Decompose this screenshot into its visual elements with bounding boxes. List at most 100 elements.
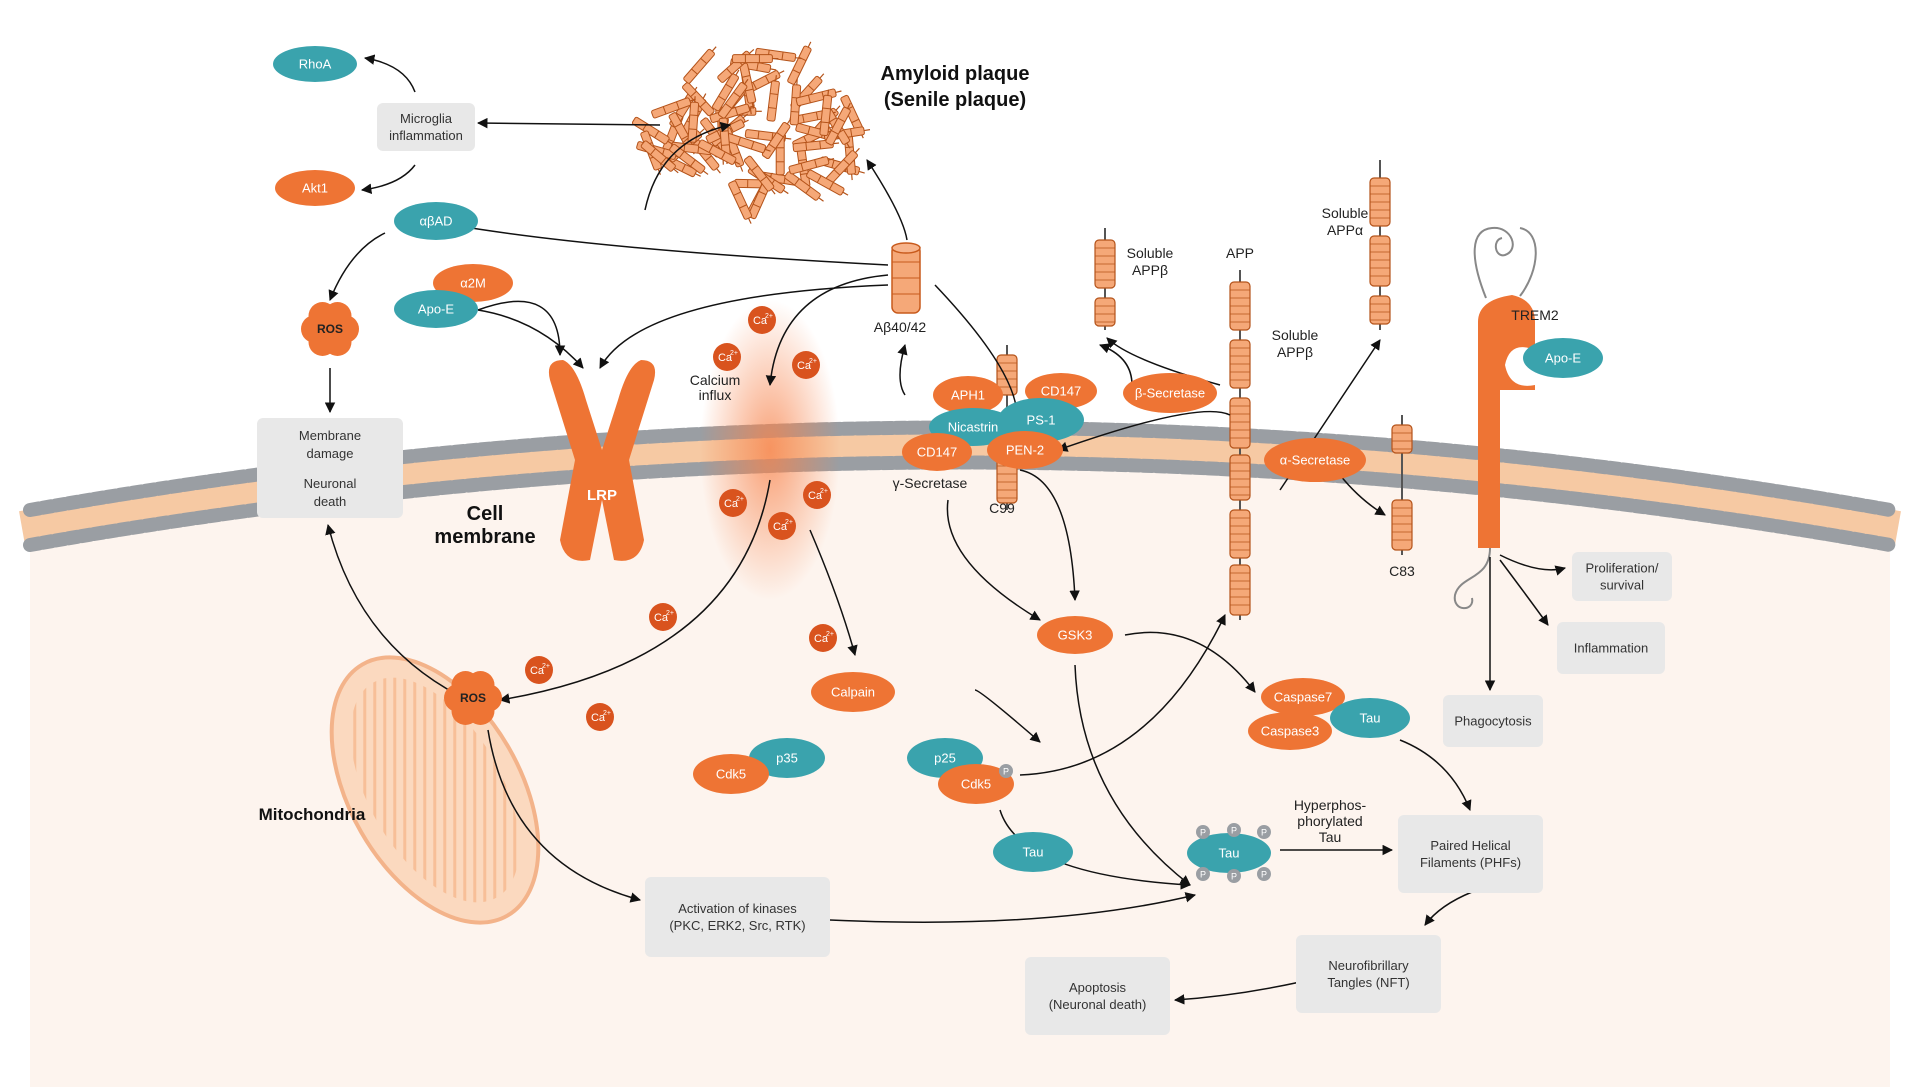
amyloid-fibril (796, 87, 843, 106)
hyperphos-line1: Hyperphos- (1294, 797, 1367, 813)
node-nicastrin-label: Nicastrin (948, 420, 999, 435)
phosphate-label: P (1200, 828, 1206, 838)
box-membrane-damage-line3: Neuronal (304, 476, 357, 491)
lrp-label: LRP (587, 487, 617, 504)
node-apoe-right-label: Apo-E (1545, 351, 1581, 366)
node-apoe-right: Apo-E (1523, 338, 1603, 378)
ca-ion-charge: 2+ (826, 631, 834, 638)
node-tau-left: Tau (993, 832, 1073, 872)
phosphate-label: P (1231, 872, 1237, 882)
box-membrane-damage-line1: Membrane (299, 428, 361, 443)
box-membrane-damage-line2: damage (307, 446, 354, 461)
gamma-secretase-label: γ-Secretase (893, 475, 968, 491)
node-beta-secretase-label: β-Secretase (1135, 386, 1205, 401)
node-abad-label: αβAD (419, 214, 452, 229)
node-caspase3: Caspase3 (1248, 712, 1332, 750)
amyloid-fibril (732, 55, 778, 63)
node-cdk5-left-label: Cdk5 (716, 767, 746, 782)
phosphate-dot: P (1227, 869, 1241, 883)
box-phagocytosis-line1: Phagocytosis (1454, 714, 1532, 729)
ca-ion: Ca2+ (768, 512, 796, 540)
box-kinases-line2: (PKC, ERK2, Src, RTK) (669, 918, 805, 933)
node-akt1: Akt1 (275, 170, 355, 206)
node-ps1-label: PS-1 (1027, 413, 1056, 428)
phosphate-dot: P (999, 764, 1013, 778)
soluble-appb-right-line1: Soluble (1272, 327, 1319, 343)
node-pen2-label: PEN-2 (1006, 443, 1044, 458)
cell-membrane-label-line2: membrane (434, 526, 535, 548)
ca-ion-charge: 2+ (542, 663, 550, 670)
node-calpain-label: Calpain (831, 685, 875, 700)
ca-ion-charge: 2+ (666, 610, 674, 617)
soluble-appb-left-line2: APPβ (1132, 262, 1168, 278)
phosphate-dot: P (1257, 825, 1271, 839)
box-apoptosis: Apoptosis(Neuronal death) (1025, 957, 1170, 1035)
phosphate-dot: P (1227, 823, 1241, 837)
ros-mito-label: ROS (460, 691, 486, 705)
node-tau-left-label: Tau (1023, 845, 1044, 860)
box-membrane-damage-line4: death (314, 494, 347, 509)
node-calpain: Calpain (811, 672, 895, 712)
box-proliferation-line2: survival (1600, 578, 1644, 593)
box-phfs-line1: Paired Helical (1430, 838, 1510, 853)
box-phfs-line2: Filaments (PHFs) (1420, 855, 1521, 870)
soluble-appa-line2: APPα (1327, 222, 1363, 238)
node-p25-label: p25 (934, 751, 956, 766)
phosphate-label: P (1003, 767, 1009, 777)
node-cd147-bottom: CD147 (902, 433, 972, 471)
c99-label: C99 (989, 500, 1015, 516)
ca-ion: Ca2+ (748, 306, 776, 334)
app-full-length (1230, 270, 1250, 620)
node-cdk5-left: Cdk5 (693, 754, 769, 794)
hyperphos-line3: Tau (1319, 829, 1342, 845)
phosphate-label: P (1261, 828, 1267, 838)
box-proliferation-line1: Proliferation/ (1586, 561, 1659, 576)
ros-top-label: ROS (317, 322, 343, 336)
ca-ion-charge: 2+ (820, 488, 828, 495)
ros-top: ROS (301, 302, 359, 356)
ca-ion: Ca2+ (713, 343, 741, 371)
node-alpha-secretase: α-Secretase (1264, 438, 1366, 482)
soluble-appb-left-fragment (1095, 228, 1115, 330)
soluble-appb-left-line1: Soluble (1127, 245, 1174, 261)
amyloid-fibril (683, 44, 719, 84)
c83-label: C83 (1389, 563, 1415, 579)
phosphate-dot: P (1257, 867, 1271, 881)
node-caspase7-label: Caspase7 (1274, 690, 1333, 705)
calcium-influx-line1: Calcium (690, 372, 741, 388)
ca-ion: Ca2+ (792, 351, 820, 379)
box-kinases: Activation of kinases(PKC, ERK2, Src, RT… (645, 877, 830, 957)
node-abad: αβAD (394, 202, 478, 240)
soluble-appa-fragment (1370, 160, 1390, 330)
amyloid-plaque-cluster (632, 40, 871, 225)
ca-ion: Ca2+ (809, 624, 837, 652)
app-label: APP (1226, 245, 1254, 261)
node-tau-center: Tau (1187, 833, 1271, 873)
box-inflammation-line1: Inflammation (1574, 641, 1648, 656)
phosphate-dot: P (1196, 867, 1210, 881)
node-cd147-bottom-label: CD147 (917, 445, 957, 460)
soluble-appa-line1: Soluble (1322, 205, 1369, 221)
ca-ion: Ca2+ (803, 481, 831, 509)
box-microglia-line2: inflammation (389, 128, 463, 143)
node-cd147-top-label: CD147 (1041, 384, 1081, 399)
ca-ion: Ca2+ (525, 656, 553, 684)
node-cdk5-right-label: Cdk5 (961, 777, 991, 792)
node-aph1-label: APH1 (951, 388, 985, 403)
node-caspase3-label: Caspase3 (1261, 724, 1320, 739)
ca-ion-charge: 2+ (603, 710, 611, 717)
phosphate-dot: P (1196, 825, 1210, 839)
node-rhoa: RhoA (273, 46, 357, 82)
box-proliferation: Proliferation/survival (1572, 552, 1672, 601)
box-nft-line1: Neurofibrillary (1328, 958, 1409, 973)
ca-ion: Ca2+ (649, 603, 677, 631)
ca-ion: Ca2+ (719, 489, 747, 517)
abeta-label: Aβ40/42 (874, 319, 927, 335)
node-rhoa-label: RhoA (299, 57, 332, 72)
node-gsk3-label: GSK3 (1058, 628, 1093, 643)
abeta-cylinder (892, 243, 920, 313)
